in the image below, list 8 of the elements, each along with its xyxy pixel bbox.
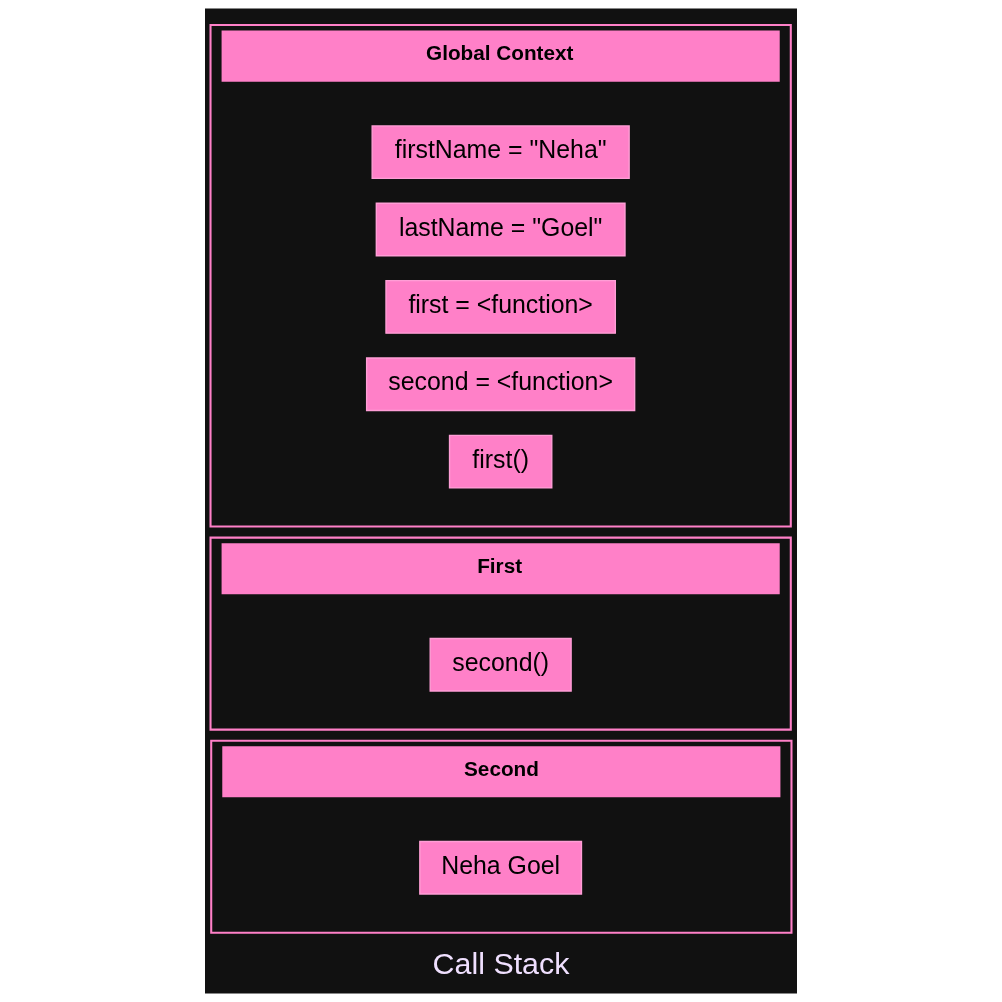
node-box: firstName = "Neha": [371, 125, 630, 180]
node-box: first(): [448, 434, 553, 489]
node-box: Neha Goel: [419, 840, 583, 895]
node-box: lastName = "Goel": [375, 202, 626, 257]
node-box: second = <function>: [365, 357, 636, 412]
node-box: first = <function>: [385, 279, 616, 334]
node-box: second(): [429, 637, 572, 692]
caption: Call Stack: [432, 945, 570, 980]
